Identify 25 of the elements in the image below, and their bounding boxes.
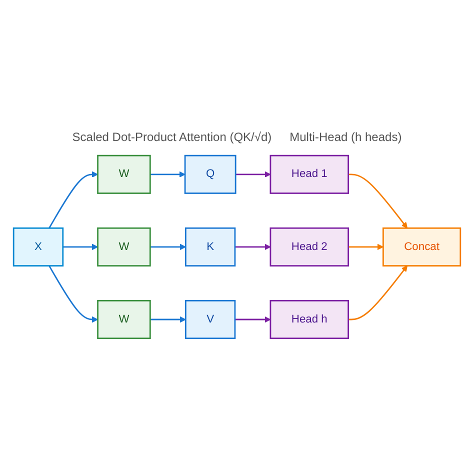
arrow (62, 244, 98, 250)
arrow (234, 316, 271, 323)
node-box: W (97, 154, 151, 194)
annotation-text: Scaled Dot-Product Attention (QK/√d) (72, 130, 272, 144)
arrow (48, 171, 98, 229)
node-box: W (97, 300, 151, 340)
node-box: Concat (382, 227, 462, 267)
annotation-text: Multi-Head (h heads) (290, 130, 402, 144)
node-box: K (184, 227, 236, 267)
node-box: V (184, 300, 236, 340)
arrow (234, 244, 271, 250)
arrow (150, 244, 186, 250)
node-box: Head h (270, 300, 349, 340)
arrow (48, 265, 98, 323)
arrow (150, 171, 186, 178)
node-box: Head 1 (270, 154, 349, 194)
arrow (348, 174, 408, 228)
node-box: X (12, 227, 64, 267)
node-box: Q (184, 154, 236, 194)
arrow (348, 266, 408, 320)
node-box: Head 2 (270, 227, 349, 267)
node-box: W (97, 227, 151, 267)
arrow (150, 316, 186, 323)
arrow (348, 244, 384, 250)
arrow (236, 171, 271, 178)
